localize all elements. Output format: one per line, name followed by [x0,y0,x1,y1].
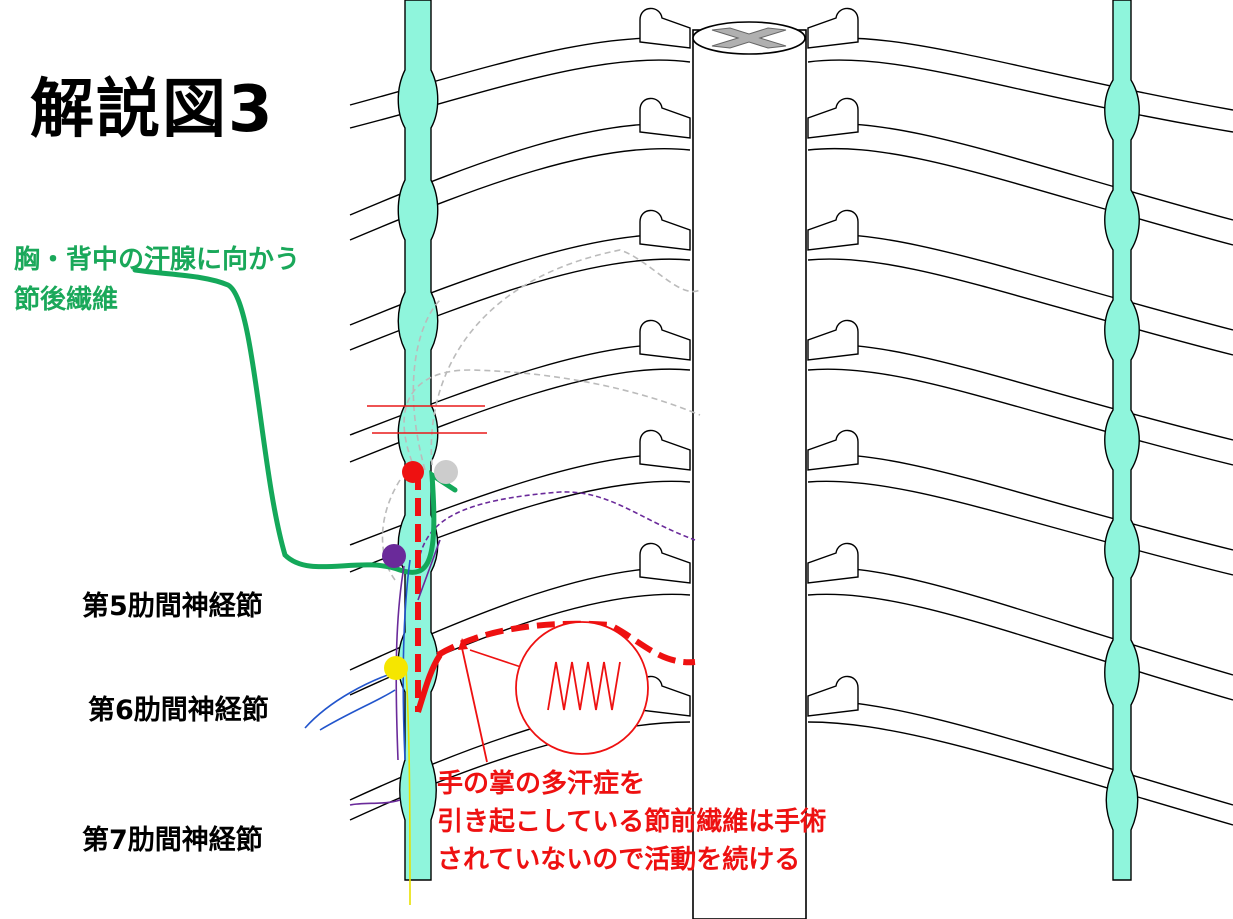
red-pointer-arrowhead [458,638,468,650]
red-fiber-hook [415,653,443,713]
right-rib-heads [807,7,859,717]
purple-dashed-fiber [419,491,696,556]
red-fiber-label-line1: 手の掌の多汗症を [437,769,646,799]
red-pointer-line [461,647,488,763]
thin-fibers [304,539,441,906]
grey-ganglion-dot [434,460,458,484]
green-postganglionic-fiber [132,267,458,575]
ganglion-6-label: 第6肋間神経節 [88,695,269,726]
right-sympathetic-chain [1104,0,1140,881]
ganglion-7-label: 第7肋間神経節 [82,825,263,856]
red-fiber-label-line3: されていないので活動を続ける [437,845,801,875]
green-fiber-label: 胸・背中の汗腺に向かう 節後繊維 [14,240,300,320]
green-fiber-label-line2: 節後繊維 [14,285,119,315]
page-title: 解説図3 [30,73,275,147]
cut-lines [367,405,487,434]
yellow-ganglion-dot [384,656,408,680]
zigzag-activity-icon [547,661,621,711]
red-fiber-label-line2: 引き起こしている節前繊維は手術 [437,807,827,837]
right-ribs [807,37,1233,826]
activity-circle [515,621,649,755]
grey-dashed-fibers [381,249,701,581]
left-rib-heads [639,7,691,717]
purple-ganglion-dot [382,544,406,568]
red-connector-line [469,649,525,669]
grey-matter [711,27,787,49]
green-fiber-label-line1: 胸・背中の汗腺に向かう [14,245,301,275]
spinal-cord [692,29,807,919]
ganglion-5-label: 第5肋間神経節 [82,591,263,622]
red-ganglion-dot [402,461,424,483]
red-fiber-label: 手の掌の多汗症を 引き起こしている節前繊維は手術 されていないので活動を続ける [437,765,826,879]
